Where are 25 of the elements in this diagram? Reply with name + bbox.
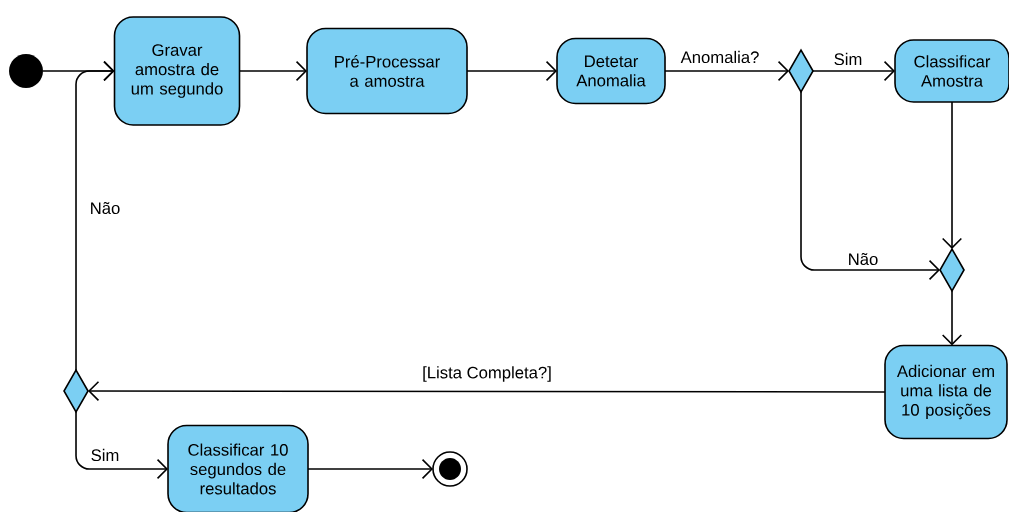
arrow (466, 60, 557, 82)
arrow (941, 101, 963, 249)
arrow (941, 290, 963, 346)
arrow (664, 60, 789, 82)
arrow (812, 60, 895, 82)
action-box: Pré-Processar a amostra (306, 27, 468, 115)
edge-label: Anomalia? (679, 49, 761, 65)
arrow (75, 60, 115, 371)
edge-label: Não (88, 200, 122, 216)
arrow (307, 458, 433, 480)
action-box: Classificar 10 segundos de resultados (167, 424, 309, 512)
action-box: Classificar Amostra (894, 39, 1009, 103)
edge-label: Sim (832, 51, 864, 67)
arrow (88, 380, 886, 402)
arrow (238, 60, 307, 82)
initial-node (9, 54, 43, 88)
arrow (75, 411, 168, 480)
action-box: Detetar Anomalia (556, 37, 666, 105)
action-box: Gravar amostra de um segundo (113, 16, 241, 126)
edge-label: Não (846, 251, 880, 267)
edge-label: Sim (89, 447, 121, 463)
action-box: Adicionar em uma lista de 10 posições (884, 344, 1008, 440)
arrow (800, 91, 940, 281)
edge-label: [Lista Completa?] (420, 364, 554, 384)
final-node (432, 451, 468, 487)
